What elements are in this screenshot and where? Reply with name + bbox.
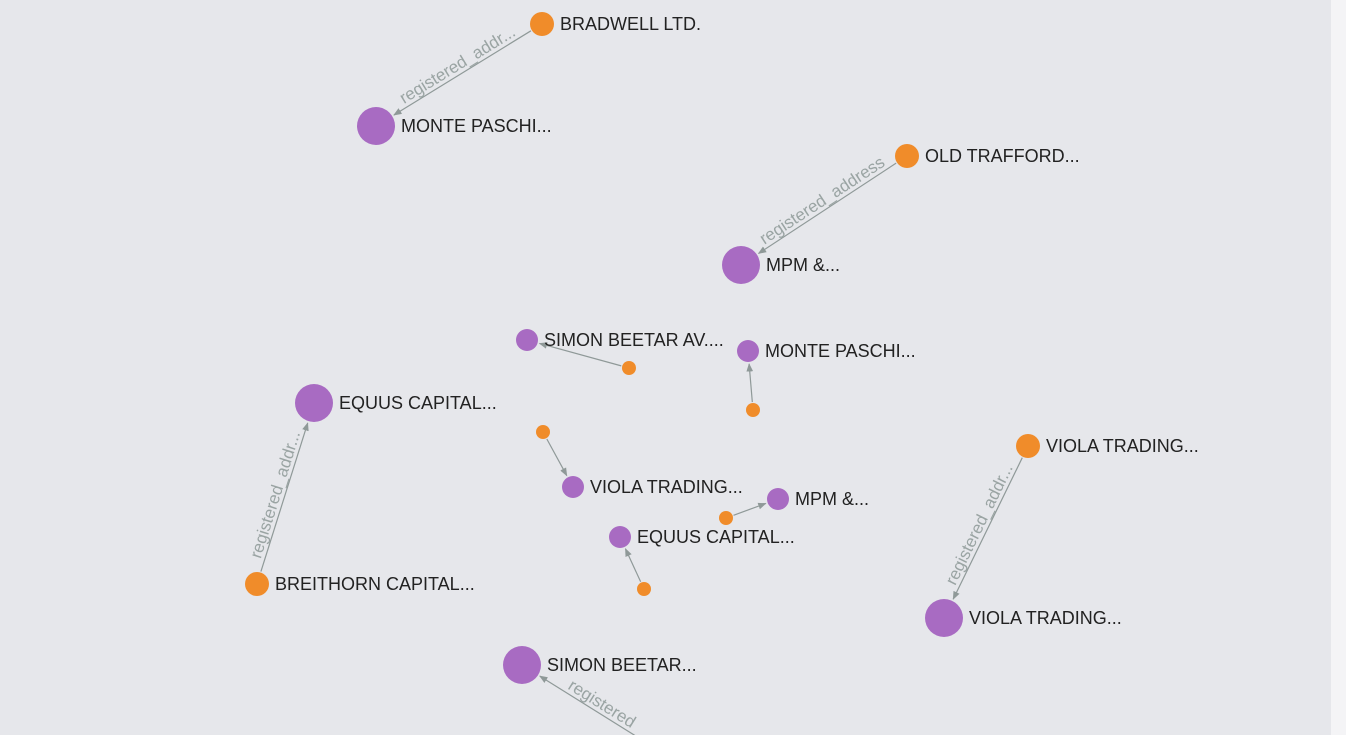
entity-node-circle[interactable] <box>609 526 631 548</box>
node-entity-simon-beetar[interactable]: SIMON BEETAR... <box>503 646 697 684</box>
nodes-layer: BRADWELL LTD. MONTE PASCHI... OLD TRAFFORD… <box>245 12 1199 684</box>
entity-node-circle[interactable] <box>925 599 963 637</box>
entity-node-circle[interactable] <box>562 476 584 498</box>
entity-node-circle[interactable] <box>516 329 538 351</box>
node-entity-monte-paschi[interactable]: MONTE PASCHI... <box>737 340 916 362</box>
node-label: VIOLA TRADING... <box>590 477 743 497</box>
node-entity-viola-trading[interactable]: VIOLA TRADING... <box>562 476 743 498</box>
node-label: MPM &... <box>766 255 840 275</box>
entity-node-circle[interactable] <box>767 488 789 510</box>
node-address[interactable] <box>637 582 651 596</box>
node-entity-mpm[interactable]: MPM &... <box>722 246 840 284</box>
node-address[interactable] <box>719 511 733 525</box>
node-entity-simon-beetar-av[interactable]: SIMON BEETAR AV.... <box>516 329 724 351</box>
node-label: VIOLA TRADING... <box>969 608 1122 628</box>
node-label: SIMON BEETAR... <box>547 655 697 675</box>
node-label: MONTE PASCHI... <box>765 341 916 361</box>
address-node-circle[interactable] <box>245 572 269 596</box>
address-node-circle[interactable] <box>536 425 550 439</box>
edge-n1-n2[interactable] <box>393 30 532 116</box>
edge-label: registered_addr... <box>246 429 304 561</box>
edge-label: registered <box>565 676 639 732</box>
entity-node-circle[interactable] <box>357 107 395 145</box>
entity-node-circle[interactable] <box>722 246 760 284</box>
node-address-viola-trading[interactable]: VIOLA TRADING... <box>1016 434 1199 458</box>
vertical-scrollbar[interactable] <box>1331 0 1346 735</box>
edge-n16-n15[interactable] <box>624 548 642 582</box>
node-label: OLD TRAFFORD... <box>925 146 1080 166</box>
node-label: SIMON BEETAR AV.... <box>544 330 724 350</box>
edge-n10-n9[interactable] <box>260 422 309 572</box>
node-address[interactable] <box>622 361 636 375</box>
node-label: MONTE PASCHI... <box>401 116 552 136</box>
address-node-circle[interactable] <box>746 403 760 417</box>
edge-n11-n12[interactable] <box>546 438 568 477</box>
node-address[interactable] <box>536 425 550 439</box>
address-node-circle[interactable] <box>637 582 651 596</box>
node-label: BRADWELL LTD. <box>560 14 701 34</box>
node-address[interactable] <box>746 403 760 417</box>
node-address-old-trafford[interactable]: OLD TRAFFORD... <box>895 144 1080 168</box>
node-entity-viola-trading[interactable]: VIOLA TRADING... <box>925 599 1122 637</box>
node-label: EQUUS CAPITAL... <box>637 527 795 547</box>
node-label: VIOLA TRADING... <box>1046 436 1199 456</box>
entity-node-circle[interactable] <box>737 340 759 362</box>
edge-n6-n5[interactable] <box>538 342 622 367</box>
edge-n14-n13[interactable] <box>733 502 767 516</box>
address-node-circle[interactable] <box>719 511 733 525</box>
node-address-breithorn-capital[interactable]: BREITHORN CAPITAL... <box>245 572 475 596</box>
edge-n17-n18[interactable] <box>952 457 1023 600</box>
edge-n20-n19[interactable] <box>539 675 654 735</box>
entity-node-circle[interactable] <box>503 646 541 684</box>
node-entity-monte-paschi[interactable]: MONTE PASCHI... <box>357 107 552 145</box>
node-entity-mpm[interactable]: MPM &... <box>767 488 869 510</box>
node-entity-equus-capital[interactable]: EQUUS CAPITAL... <box>295 384 497 422</box>
node-address-bradwell-ltd[interactable]: BRADWELL LTD. <box>530 12 701 36</box>
address-node-circle[interactable] <box>622 361 636 375</box>
edge-label: registered_addr... <box>396 22 519 107</box>
address-node-circle[interactable] <box>1016 434 1040 458</box>
address-node-circle[interactable] <box>530 12 554 36</box>
node-label: MPM &... <box>795 489 869 509</box>
entity-node-circle[interactable] <box>295 384 333 422</box>
node-label: EQUUS CAPITAL... <box>339 393 497 413</box>
edge-n8-n7[interactable] <box>746 363 754 403</box>
address-node-circle[interactable] <box>895 144 919 168</box>
node-label: BREITHORN CAPITAL... <box>275 574 475 594</box>
edge-label: registered_address <box>756 152 888 248</box>
edge-n3-n4[interactable] <box>757 162 897 254</box>
node-entity-equus-capital[interactable]: EQUUS CAPITAL... <box>609 526 795 548</box>
edge-label: registered_addr... <box>942 461 1017 588</box>
